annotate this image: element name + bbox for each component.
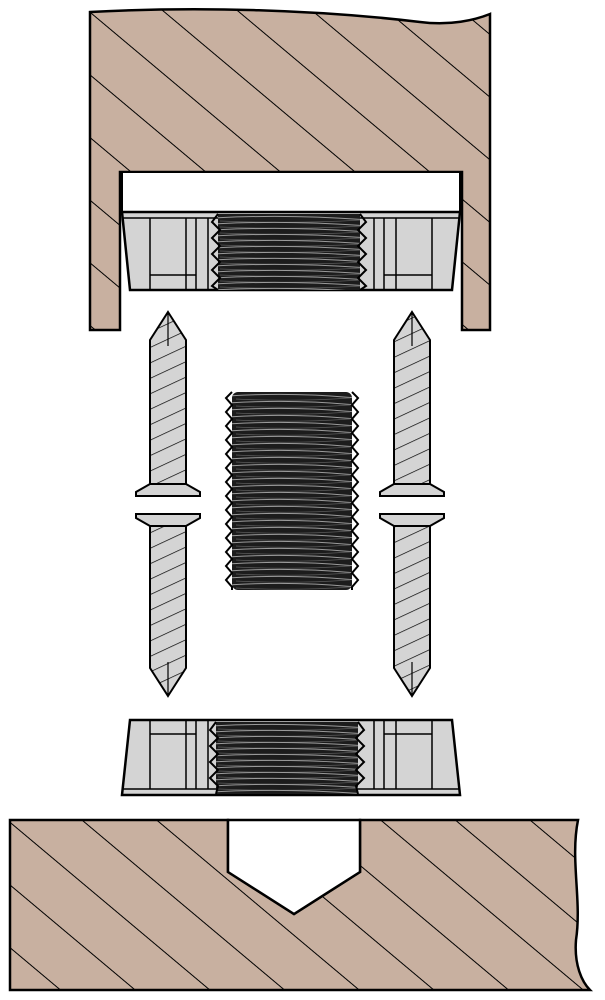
upper-wood-block [88,7,492,332]
lower-notch [226,818,362,916]
upper-gap [121,171,461,213]
screw-upper-right [379,310,445,497]
threaded-stud [224,391,360,590]
screw-lower-left [135,513,201,698]
stud-right-edge [350,391,360,590]
lower-thread-left-edge [208,721,220,795]
upper-thread-left-edge [210,213,222,291]
upper-thread-core [218,214,360,290]
lower-thread-core [216,722,358,794]
screws-group [135,310,445,698]
lower-thread-right-edge [354,721,366,795]
upper-thread-right-edge [356,213,368,291]
stud-left-edge [224,391,234,590]
screw-lower-right [379,513,445,698]
lower-wood-block [8,818,594,992]
screw-upper-left [135,310,201,497]
